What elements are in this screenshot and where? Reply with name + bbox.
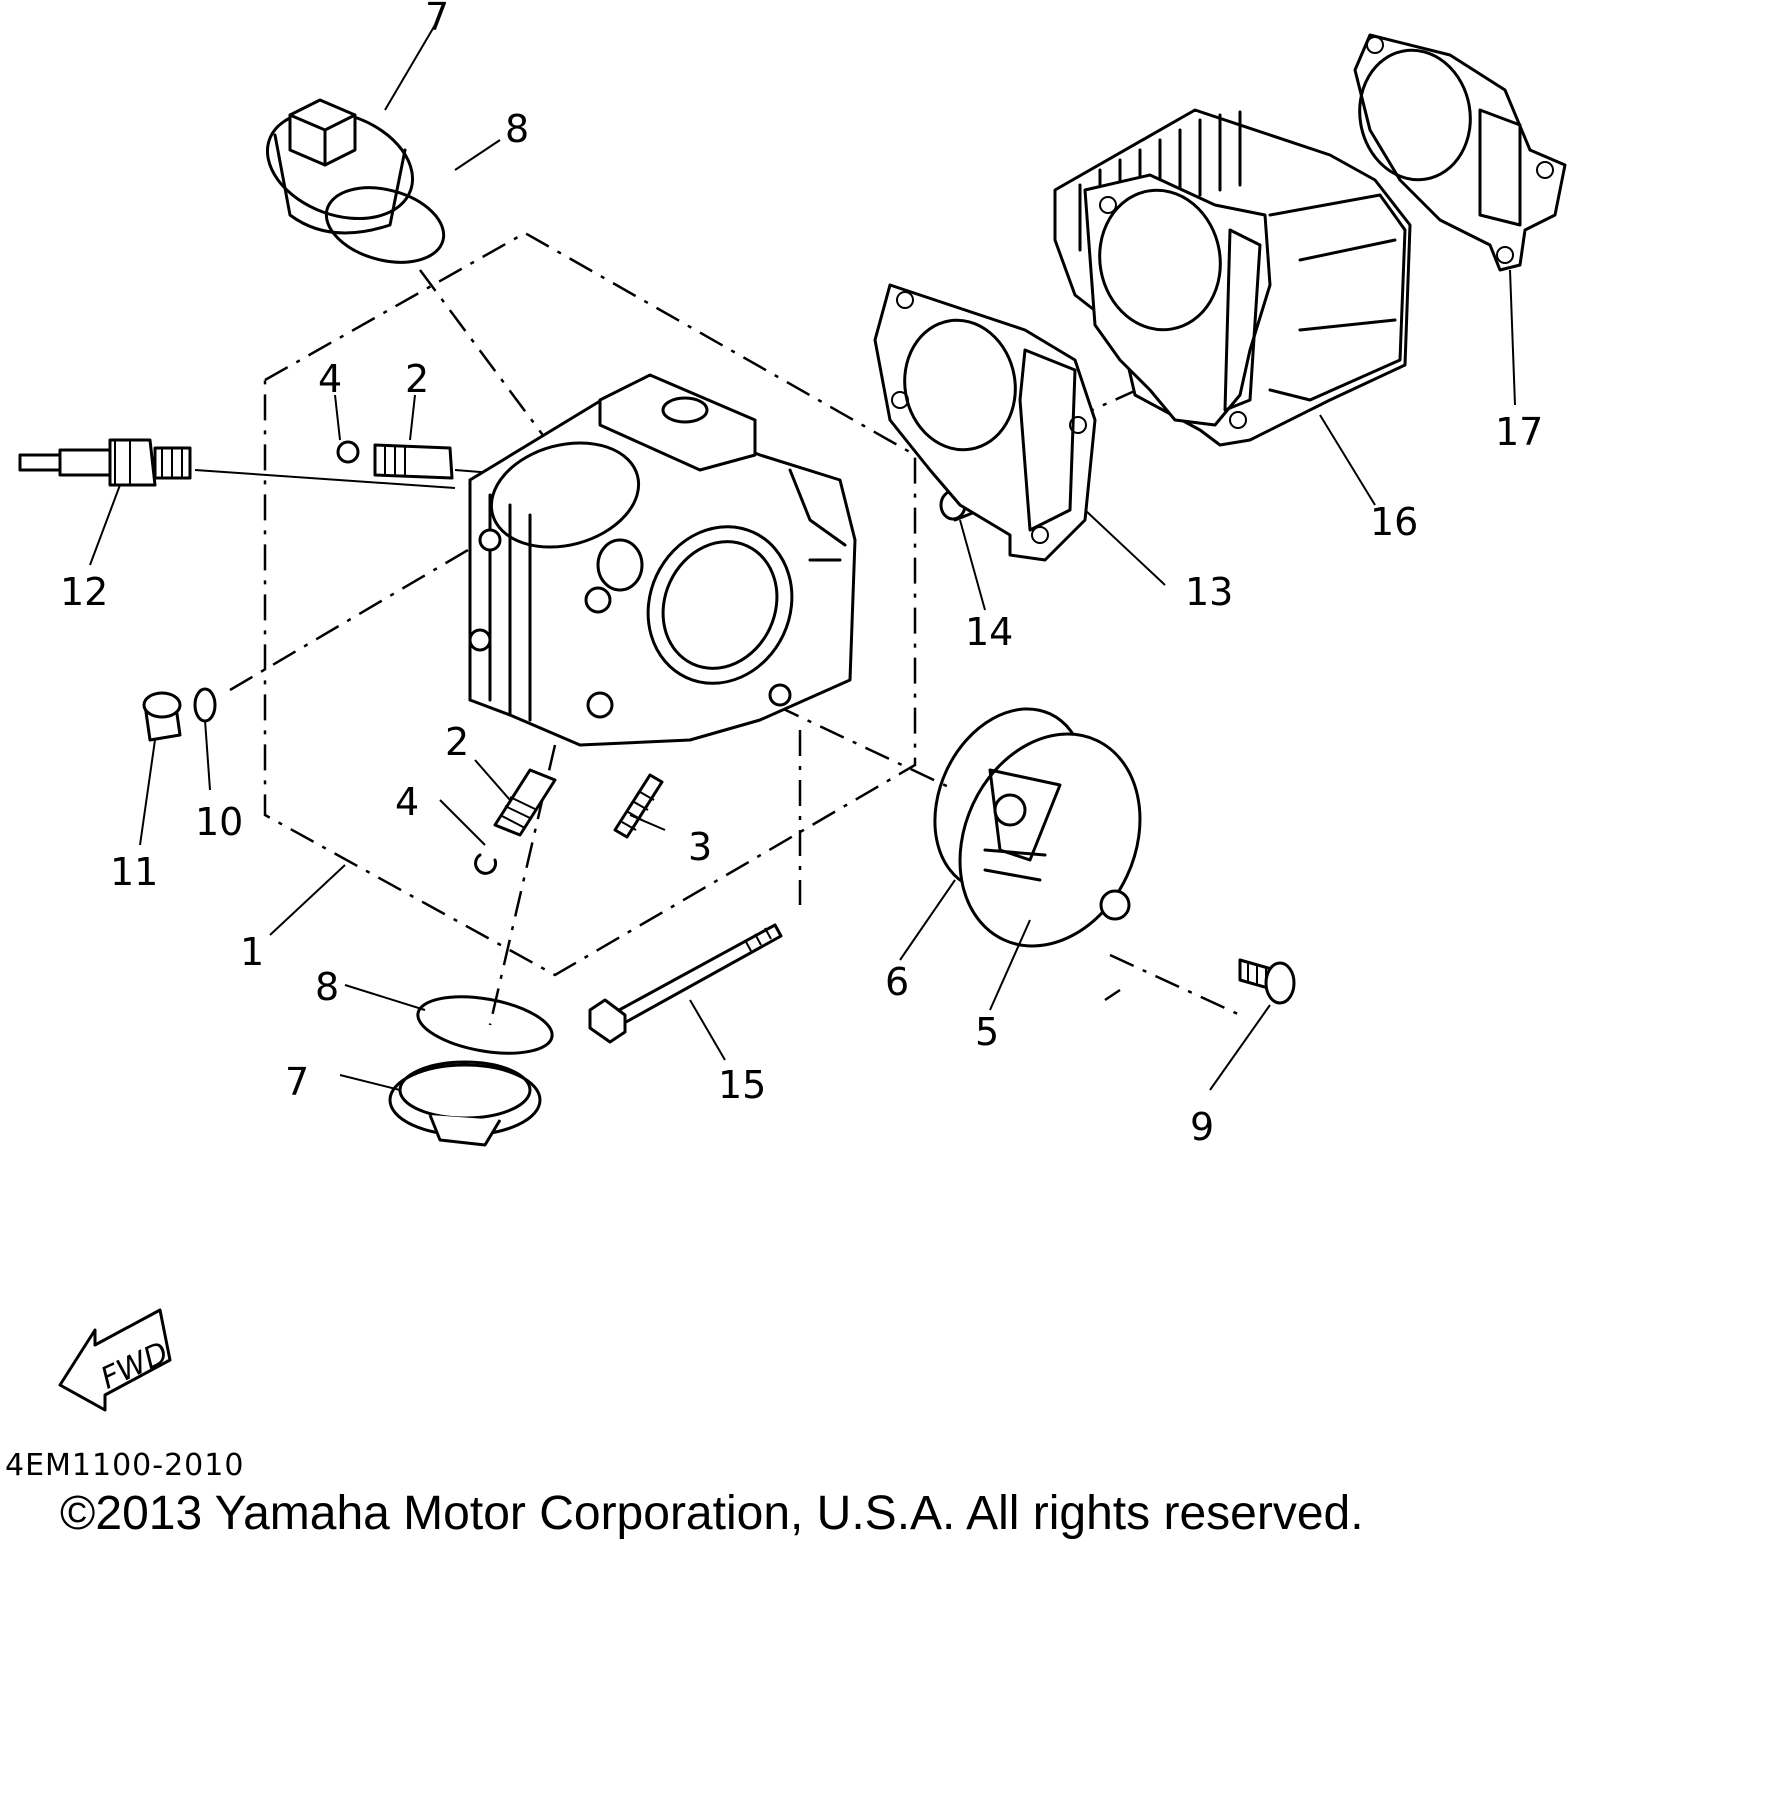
diagram-code: 4EM1100-2010 <box>5 1448 244 1483</box>
label-part-6: 6 <box>885 960 909 1004</box>
label-part-4-top: 4 <box>318 357 342 401</box>
label-part-14: 14 <box>965 610 1013 654</box>
long-bolt <box>588 923 783 1044</box>
label-part-13: 13 <box>1185 570 1233 614</box>
stud <box>613 773 664 839</box>
spark-plug <box>18 438 192 487</box>
label-part-2-bottom: 2 <box>445 720 469 764</box>
copyright-notice: ©2013 Yamaha Motor Corporation, U.S.A. A… <box>60 1487 1364 1540</box>
label-part-8-bottom: 8 <box>315 965 339 1009</box>
washer <box>193 687 217 723</box>
label-part-4-bottom: 4 <box>395 780 419 824</box>
label-part-7-top: 7 <box>425 0 449 39</box>
base-gasket <box>1353 33 1567 272</box>
clip-bottom <box>474 853 498 875</box>
label-part-15: 15 <box>718 1063 766 1107</box>
label-part-2-top: 2 <box>405 357 429 401</box>
label-part-12: 12 <box>60 570 108 614</box>
fwd-arrow-icon: FWD <box>58 1308 174 1412</box>
clip-top <box>336 440 360 464</box>
valve-guide-bottom <box>493 768 557 837</box>
label-part-9: 9 <box>1190 1105 1214 1149</box>
cylinder <box>1053 108 1412 447</box>
tappet-cover-top <box>265 98 415 235</box>
leader-lines <box>89 24 1516 1091</box>
plug-bolt <box>142 691 182 742</box>
label-part-1: 1 <box>240 930 264 974</box>
label-part-10: 10 <box>195 800 243 844</box>
head-gasket <box>873 283 1097 562</box>
screw <box>1238 958 1296 1005</box>
label-part-16: 16 <box>1370 500 1418 544</box>
label-part-17: 17 <box>1495 410 1543 454</box>
label-part-11: 11 <box>110 850 158 894</box>
o-ring-top <box>324 186 446 264</box>
label-part-8-top: 8 <box>505 107 529 151</box>
side-cover <box>958 732 1142 948</box>
tappet-cover-bottom <box>388 1060 542 1147</box>
part-number-labels: 7 8 4 2 12 10 11 2 4 3 1 8 7 15 6 5 9 14… <box>60 0 1543 1149</box>
assembly-boundary <box>263 231 917 977</box>
label-part-5: 5 <box>975 1010 999 1054</box>
label-part-7-bottom: 7 <box>285 1060 309 1104</box>
label-part-3: 3 <box>688 825 712 869</box>
valve-guide-top <box>373 443 454 480</box>
o-ring-bottom <box>416 995 554 1055</box>
cylinder-head <box>468 373 857 747</box>
